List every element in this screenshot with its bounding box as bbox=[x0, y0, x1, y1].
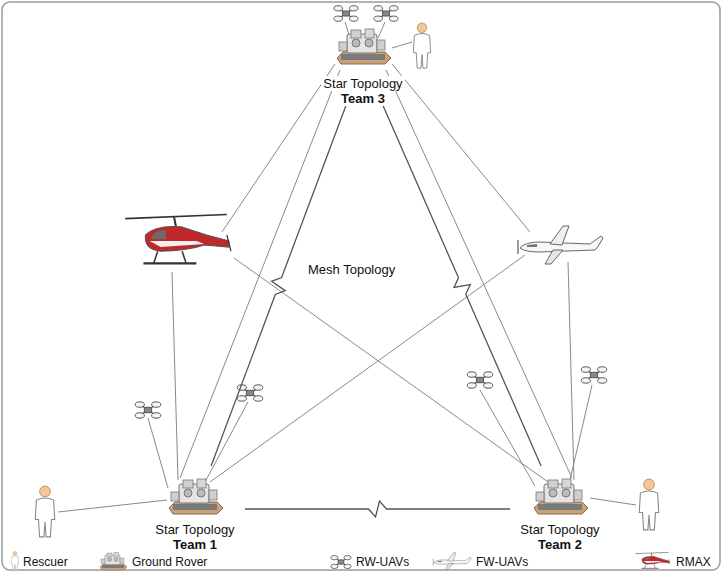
ground-rover bbox=[169, 479, 223, 514]
rescuer bbox=[413, 23, 430, 68]
mesh-links bbox=[172, 64, 574, 482]
team-node: Star TopologyTeam 1 bbox=[145, 466, 245, 552]
ground-rover bbox=[337, 29, 391, 64]
rescuer bbox=[11, 551, 18, 570]
topology-label: Star Topology bbox=[153, 522, 236, 537]
rw-uav bbox=[581, 367, 606, 383]
legend-icons bbox=[11, 551, 670, 570]
legend-text: Ground Rover bbox=[132, 555, 207, 569]
ground-rover bbox=[100, 553, 127, 571]
legend-text: RW-UAVs bbox=[356, 555, 409, 569]
team-label: Team 1 bbox=[171, 537, 219, 552]
rmax-helicopter bbox=[125, 215, 231, 264]
rw-uav bbox=[374, 6, 398, 22]
ground-rover bbox=[534, 479, 588, 514]
team-label: Team 2 bbox=[536, 537, 584, 552]
team-node: Star TopologyTeam 2 bbox=[510, 466, 610, 552]
rmax-helicopter bbox=[635, 552, 670, 568]
wireless-link bbox=[211, 106, 346, 466]
wireless-link bbox=[383, 106, 541, 466]
legend-text: FW-UAVs bbox=[476, 555, 528, 569]
rw-uav bbox=[331, 555, 351, 568]
fw-uav bbox=[518, 226, 603, 264]
topology-label: Star Topology bbox=[321, 76, 404, 91]
team-label: Team 3 bbox=[339, 91, 387, 106]
star-links bbox=[58, 22, 636, 512]
rw-uav bbox=[135, 402, 160, 418]
team-node: Star TopologyTeam 3 bbox=[315, 14, 411, 106]
rescuer bbox=[35, 486, 54, 537]
topology-label: Star Topology bbox=[518, 522, 601, 537]
legend-text: RMAX bbox=[676, 555, 711, 569]
rw-uav bbox=[467, 372, 492, 388]
wireless-link bbox=[245, 501, 510, 517]
rescuer bbox=[639, 479, 658, 530]
rw-uav bbox=[334, 6, 358, 22]
legend-text: Rescuer bbox=[23, 555, 68, 569]
fw-uav bbox=[433, 553, 471, 570]
topology-label: Mesh Topology bbox=[306, 262, 397, 277]
